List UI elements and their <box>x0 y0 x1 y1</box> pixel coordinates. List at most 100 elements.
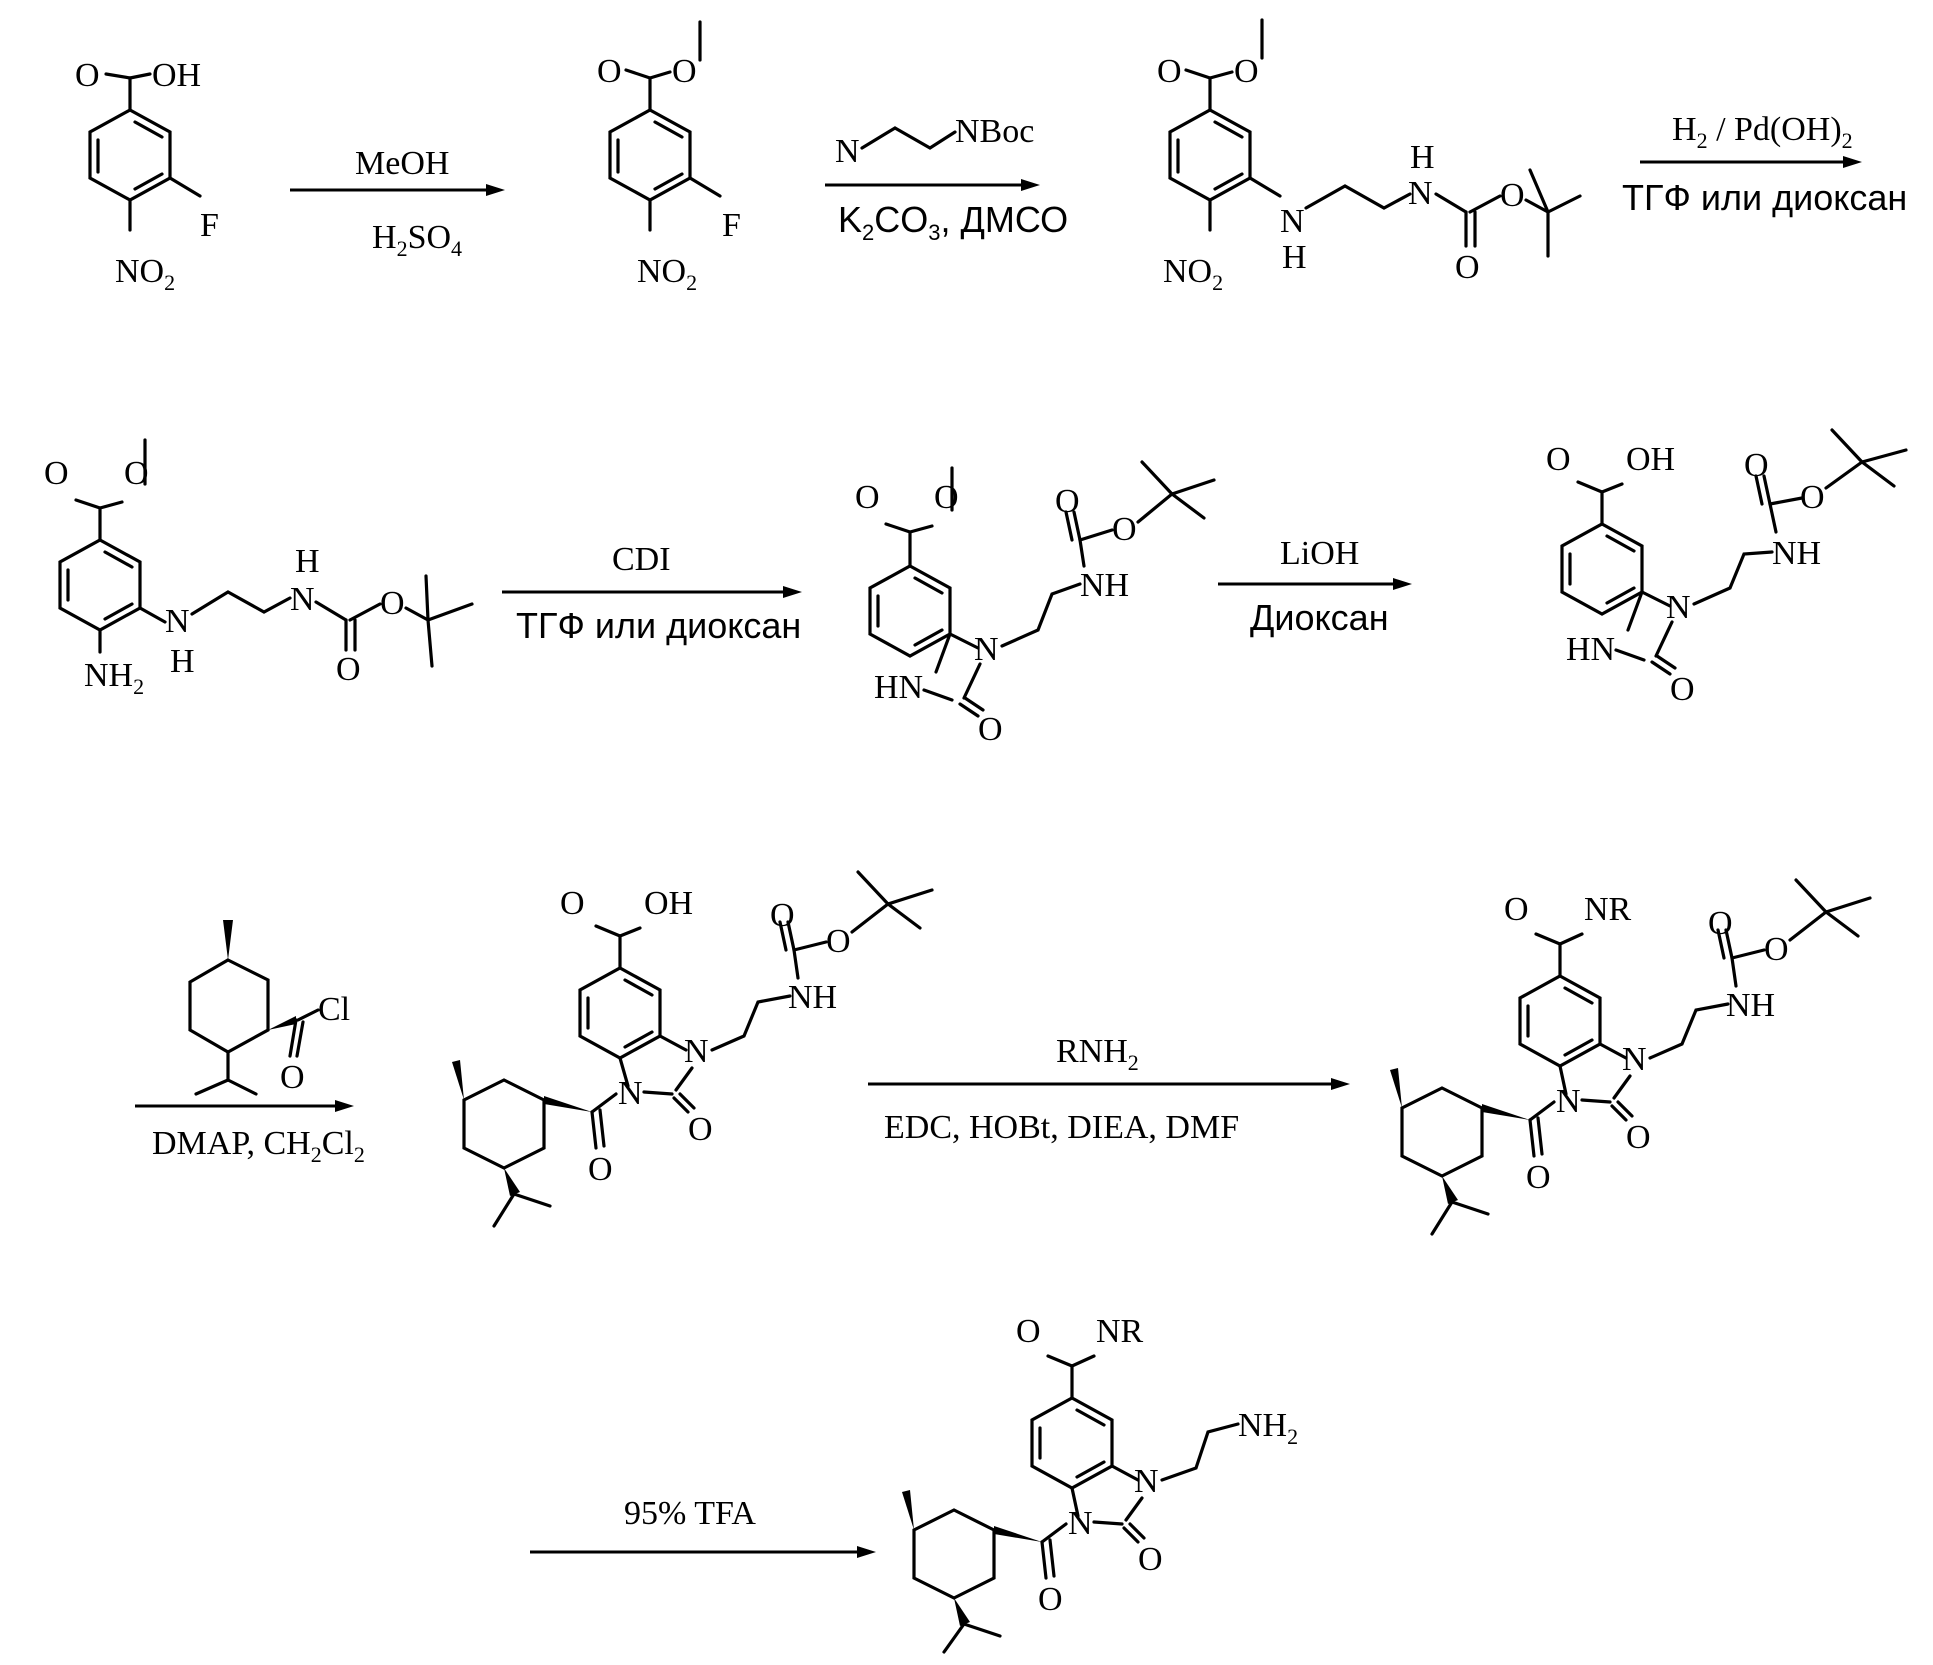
reagent-thf-dioxane-2: ТГФ или диоксан <box>516 605 801 646</box>
step-5: LiOH Диоксан <box>1218 535 1412 638</box>
atom-oh: OH <box>152 57 201 94</box>
atom-o: O <box>1708 905 1733 942</box>
atom-n: N <box>1134 1463 1159 1500</box>
atom-o: O <box>1526 1159 1551 1196</box>
reagent-menthyl-chloride: O Cl <box>188 920 350 1096</box>
atom-o: O <box>1016 1313 1041 1350</box>
atom-oh: OH <box>644 885 693 922</box>
atom-o: O <box>588 1151 613 1188</box>
atom-n: N <box>618 1075 643 1112</box>
reagent-rnh2: RNH2 <box>1056 1033 1139 1075</box>
compound-1: O OH F NO2 <box>75 57 219 295</box>
atom-o-ester: O <box>1234 53 1259 90</box>
atom-o: O <box>826 923 851 960</box>
reagent-dmap: DMAP, CH2Cl2 <box>152 1125 365 1167</box>
atom-nh2: NH2 <box>84 657 144 699</box>
atom-o: O <box>560 885 585 922</box>
step-6: DMAP, CH2Cl2 <box>135 1100 365 1167</box>
atom-nr: NR <box>1096 1313 1144 1350</box>
atom-h: H <box>295 543 320 580</box>
atom-h: H <box>1410 139 1435 176</box>
reagent-dioxane: Диоксан <box>1250 597 1389 638</box>
atom-o: O <box>1800 479 1825 516</box>
atom-n: N <box>1280 203 1305 240</box>
compound-7: O OH N N O NH O O O <box>452 870 934 1228</box>
reagent-amine-n: N <box>835 133 860 170</box>
atom-o: O <box>978 711 1003 748</box>
atom-n: N <box>1622 1041 1647 1078</box>
atom-nh: NH <box>788 979 837 1016</box>
atom-hn: HN <box>1566 631 1615 668</box>
atom-no2: NO2 <box>115 253 175 295</box>
atom-o: O <box>280 1059 305 1096</box>
atom-h: H <box>1282 239 1307 276</box>
atom-o: O <box>75 57 100 94</box>
atom-o-ester: O <box>124 455 149 492</box>
compound-9: O NR N N O NH2 O <box>902 1313 1298 1654</box>
atom-f: F <box>722 207 741 244</box>
atom-oh: OH <box>1626 441 1675 478</box>
compound-3: O O N H N H O O NO2 <box>1157 18 1582 295</box>
step-1: MeOH H2SO4 <box>290 145 505 261</box>
atom-o: O <box>380 585 405 622</box>
atom-nr: NR <box>1584 891 1632 928</box>
compound-2: O O F NO2 <box>597 20 741 295</box>
step-4: CDI ТГФ или диоксан <box>502 541 802 646</box>
atom-n: N <box>1408 175 1433 212</box>
atom-o: O <box>1744 447 1769 484</box>
atom-cl: Cl <box>318 991 350 1028</box>
atom-o-ester: O <box>934 479 959 516</box>
reagent-lioh: LiOH <box>1280 535 1359 572</box>
atom-no2: NO2 <box>637 253 697 295</box>
atom-n: N <box>1556 1083 1581 1120</box>
atom-o-carbonyl: O <box>597 53 622 90</box>
atom-o: O <box>1038 1581 1063 1618</box>
reagent-edc-hobt: EDC, HOBt, DIEA, DMF <box>884 1109 1239 1146</box>
reagent-thf-dioxane: ТГФ или диоксан <box>1622 177 1907 218</box>
atom-o: O <box>1504 891 1529 928</box>
atom-n: N <box>1666 589 1691 626</box>
atom-o: O <box>1546 441 1571 478</box>
atom-o: O <box>1626 1119 1651 1156</box>
atom-o: O <box>1112 511 1137 548</box>
atom-o-ester: O <box>672 53 697 90</box>
atom-o: O <box>1764 931 1789 968</box>
reagent-h2-pdoh2: H2 / Pd(OH)2 <box>1672 111 1853 153</box>
atom-h: H <box>170 643 195 680</box>
atom-o: O <box>1500 177 1525 214</box>
reagent-k2co3-dmso: K2CO3, ДМСО <box>838 199 1068 245</box>
reagent-nboc: NBoc <box>955 113 1034 150</box>
atom-nh: NH <box>1726 987 1775 1024</box>
reagent-tfa: 95% TFA <box>624 1495 756 1532</box>
atom-n: N <box>974 631 999 668</box>
reagent-cdi: CDI <box>612 541 671 578</box>
atom-n: N <box>290 581 315 618</box>
atom-nh: NH <box>1772 535 1821 572</box>
atom-no2: NO2 <box>1163 253 1223 295</box>
step-2: N NBoc K2CO3, ДМСО <box>825 113 1068 245</box>
compound-8: O NR N N O NH O O O <box>1390 878 1872 1236</box>
atom-n: N <box>165 603 190 640</box>
reagent-h2so4: H2SO4 <box>372 219 462 261</box>
reagent-meoh: MeOH <box>355 145 449 182</box>
atom-nh: NH <box>1080 567 1129 604</box>
atom-o: O <box>770 897 795 934</box>
atom-o: O <box>1455 249 1480 286</box>
atom-o-carbonyl: O <box>855 479 880 516</box>
atom-n: N <box>684 1033 709 1070</box>
atom-o: O <box>688 1111 713 1148</box>
step-3: H2 / Pd(OH)2 ТГФ или диоксан <box>1622 111 1907 218</box>
atom-n: N <box>1068 1505 1093 1542</box>
atom-o: O <box>1138 1541 1163 1578</box>
atom-o-carbonyl: O <box>44 455 69 492</box>
atom-o: O <box>336 651 361 688</box>
step-8: 95% TFA <box>530 1495 876 1558</box>
atom-o-carbonyl: O <box>1157 53 1182 90</box>
atom-o: O <box>1670 671 1695 708</box>
compound-4: O O N H N H O O NH2 <box>44 438 474 699</box>
compound-5: O O N HN O NH O O <box>855 460 1216 748</box>
atom-hn: HN <box>874 669 923 706</box>
atom-o: O <box>1055 483 1080 520</box>
compound-6: O OH N HN O NH O O <box>1546 428 1908 708</box>
